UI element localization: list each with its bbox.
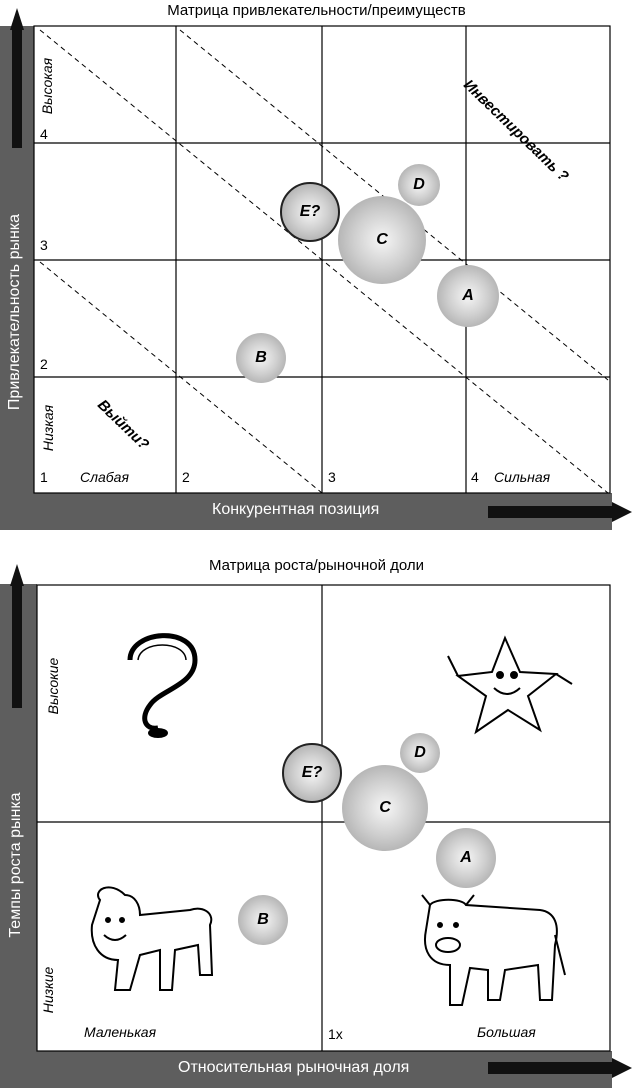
question-mark-icon (127, 633, 198, 738)
bottom-y-arrow (10, 564, 24, 586)
top-x-tick-2: 2 (182, 469, 190, 485)
top-y-tick-4: 4 (40, 126, 48, 142)
bottom-x-arrow (612, 1058, 632, 1078)
top-x-low-label: Слабая (80, 469, 129, 485)
top-y-arrow-shaft (12, 28, 22, 148)
bottom-x-mid-label: 1x (328, 1026, 343, 1042)
bottom-bubble-a: A (436, 828, 496, 888)
bottom-matrix-title: Матрица роста/рыночной доли (208, 557, 425, 574)
bottom-bubble-b: B (238, 895, 288, 945)
bottom-bubble-e: E? (282, 743, 342, 803)
top-bubble-d: D (398, 164, 440, 206)
bottom-y-low-label: Низкие (40, 966, 56, 1014)
bottom-y-high-label: Высокие (45, 657, 61, 715)
top-x-arrow-shaft (488, 506, 614, 518)
bottom-x-high-label: Большая (477, 1024, 536, 1040)
top-bubble-b: B (236, 333, 286, 383)
top-diagonal-3 (179, 29, 609, 381)
top-y-tick-1: 1 (40, 469, 48, 485)
top-y-tick-3: 3 (40, 237, 48, 253)
top-x-tick-3: 3 (328, 469, 336, 485)
bottom-x-low-label: Маленькая (84, 1024, 157, 1040)
bottom-bubble-c: C (342, 765, 428, 851)
bottom-y-arrow-shaft (12, 584, 22, 708)
top-matrix-title: Матрица привлекательности/преимуществ (167, 2, 466, 19)
top-x-axis-label: Конкурентная позиция (212, 501, 380, 518)
top-y-arrow (10, 8, 24, 30)
top-x-arrow (612, 502, 632, 522)
cow-icon (421, 894, 566, 1006)
bottom-x-arrow-shaft (488, 1062, 614, 1074)
top-bubble-a: A (437, 265, 499, 327)
top-diagonal-2 (39, 261, 323, 494)
star-icon (447, 635, 573, 735)
bottom-bubble-d: D (400, 733, 440, 773)
top-bubble-c: C (338, 196, 426, 284)
top-bubble-e: E? (280, 182, 340, 242)
top-y-tick-2: 2 (40, 356, 48, 372)
dog-icon (90, 886, 214, 991)
bottom-x-axis-label: Относительная рыночная доля (178, 1059, 410, 1076)
top-x-tick-4: 4 (471, 469, 479, 485)
top-x-high-label: Сильная (494, 469, 551, 485)
